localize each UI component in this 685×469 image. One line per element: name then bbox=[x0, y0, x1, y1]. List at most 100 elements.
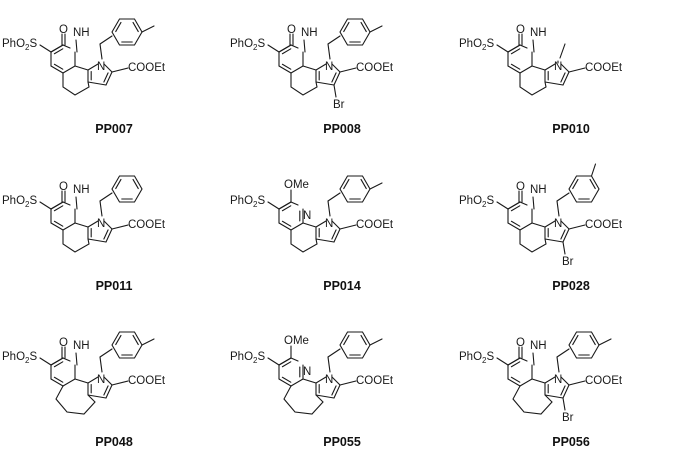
pyrrole-bond bbox=[87, 238, 107, 243]
sulfonyl-label: PhO2S bbox=[2, 351, 37, 365]
sulfonyl-bond bbox=[39, 44, 52, 53]
pyridine-bond bbox=[50, 44, 64, 53]
oxo-label: O bbox=[59, 24, 68, 36]
nh-label: NH bbox=[530, 340, 547, 352]
pyridine-bond bbox=[519, 201, 528, 206]
n-ch2-bond bbox=[556, 356, 560, 373]
pyridine-bond bbox=[50, 378, 64, 387]
nh-bond bbox=[532, 352, 535, 366]
compound-id: PP010 bbox=[552, 122, 590, 136]
ester-bond bbox=[111, 224, 129, 230]
carbocycle-bond bbox=[62, 72, 90, 96]
sulfonyl-bond bbox=[496, 201, 509, 210]
n-ch2-bond bbox=[99, 43, 103, 60]
pyridine-bond bbox=[519, 65, 533, 74]
nh-bond bbox=[75, 352, 78, 366]
pyrrole-bond bbox=[315, 238, 335, 243]
phenyl-ring bbox=[339, 18, 371, 46]
pyrrole-bond bbox=[87, 376, 99, 384]
ester-bond bbox=[568, 380, 586, 386]
pyrrole-n-label: N bbox=[554, 61, 562, 73]
phenyl-ring bbox=[115, 21, 122, 33]
pyrrole-bond bbox=[315, 220, 327, 228]
bromo-label: Br bbox=[562, 256, 574, 268]
pyrrole-bond bbox=[315, 81, 335, 86]
nh-label: NH bbox=[301, 27, 318, 39]
phenyl-ring bbox=[132, 334, 139, 346]
sulfonyl-label: PhO2S bbox=[2, 38, 37, 52]
sulfonyl-label: PhO2S bbox=[459, 195, 494, 209]
sulfonyl-bond bbox=[39, 357, 52, 366]
pyrrole-bond bbox=[103, 229, 109, 240]
carbocycle-bond bbox=[519, 72, 547, 96]
oxo-label: O bbox=[59, 181, 68, 193]
n-ch2-bond bbox=[556, 200, 560, 217]
methyl-bond bbox=[369, 25, 383, 33]
pyridine-bond bbox=[281, 361, 292, 368]
ester-label: COOEt bbox=[356, 62, 394, 74]
n-ch2-bond bbox=[327, 43, 331, 60]
pyridine-bond bbox=[278, 65, 292, 74]
oxo-label: O bbox=[59, 337, 68, 349]
pyrrole-bond bbox=[103, 220, 113, 230]
pyrrole-bond bbox=[87, 394, 107, 399]
fusion-bond bbox=[74, 65, 89, 71]
pyrrole-bond bbox=[331, 376, 341, 386]
pyridine-bond bbox=[510, 205, 521, 212]
ester-label: COOEt bbox=[356, 375, 394, 387]
phenyl-ring bbox=[132, 21, 139, 33]
pyrrole-bond bbox=[331, 385, 337, 396]
pyridine-bond bbox=[507, 378, 521, 387]
benzyl-bond bbox=[99, 192, 113, 202]
ester-bond bbox=[111, 380, 129, 386]
ester-label: COOEt bbox=[128, 62, 166, 74]
benzyl-bond bbox=[99, 348, 113, 358]
methyl-bond bbox=[590, 163, 597, 177]
phenyl-ring bbox=[343, 21, 350, 33]
fusion-bond bbox=[74, 378, 89, 384]
pyrrole-bond bbox=[331, 229, 337, 240]
pyrrole-bond bbox=[560, 72, 566, 83]
pyrrole-bond bbox=[560, 63, 570, 73]
phenyl-ring bbox=[572, 178, 579, 190]
pyridine-bond bbox=[281, 48, 292, 55]
n-ch2-bond bbox=[327, 200, 331, 217]
nh-label: NH bbox=[73, 340, 90, 352]
bromo-bond bbox=[333, 84, 337, 98]
phenyl-ring bbox=[360, 178, 367, 190]
carbocycle-bond bbox=[290, 72, 318, 96]
pyrrole-bond bbox=[562, 384, 570, 399]
pyrrole-bond bbox=[560, 229, 566, 240]
carbocycle-bond bbox=[512, 385, 553, 415]
pyridine-bond bbox=[519, 378, 533, 387]
carbocycle-bond bbox=[290, 229, 318, 253]
oxo-label: O bbox=[516, 24, 525, 36]
pyrrole-bond bbox=[105, 71, 113, 86]
pyridine-bond bbox=[290, 201, 299, 206]
phenyl-ring bbox=[360, 21, 367, 33]
ester-label: COOEt bbox=[585, 62, 623, 74]
pyridine-bond bbox=[507, 44, 521, 53]
pyridine-bond bbox=[62, 44, 71, 49]
pyridine-bond bbox=[278, 378, 292, 387]
benzyl-bond bbox=[327, 348, 341, 358]
pyrrole-n-label: N bbox=[554, 374, 562, 386]
pyridine-bond bbox=[290, 222, 304, 231]
phenyl-ring bbox=[572, 334, 579, 346]
nh-label: NH bbox=[530, 27, 547, 39]
pyrrole-bond bbox=[103, 376, 113, 386]
compound-id: PP011 bbox=[96, 279, 133, 293]
compound-id: PP055 bbox=[323, 435, 361, 449]
methyl-bond bbox=[598, 338, 612, 346]
benzyl-bond bbox=[556, 192, 570, 202]
n-ch2-bond bbox=[99, 200, 103, 217]
ester-bond bbox=[339, 67, 357, 73]
ester-bond bbox=[339, 380, 357, 386]
sulfonyl-label: PhO2S bbox=[459, 351, 494, 365]
pyridine-bond bbox=[62, 201, 71, 206]
ome-label: OMe bbox=[284, 335, 309, 347]
